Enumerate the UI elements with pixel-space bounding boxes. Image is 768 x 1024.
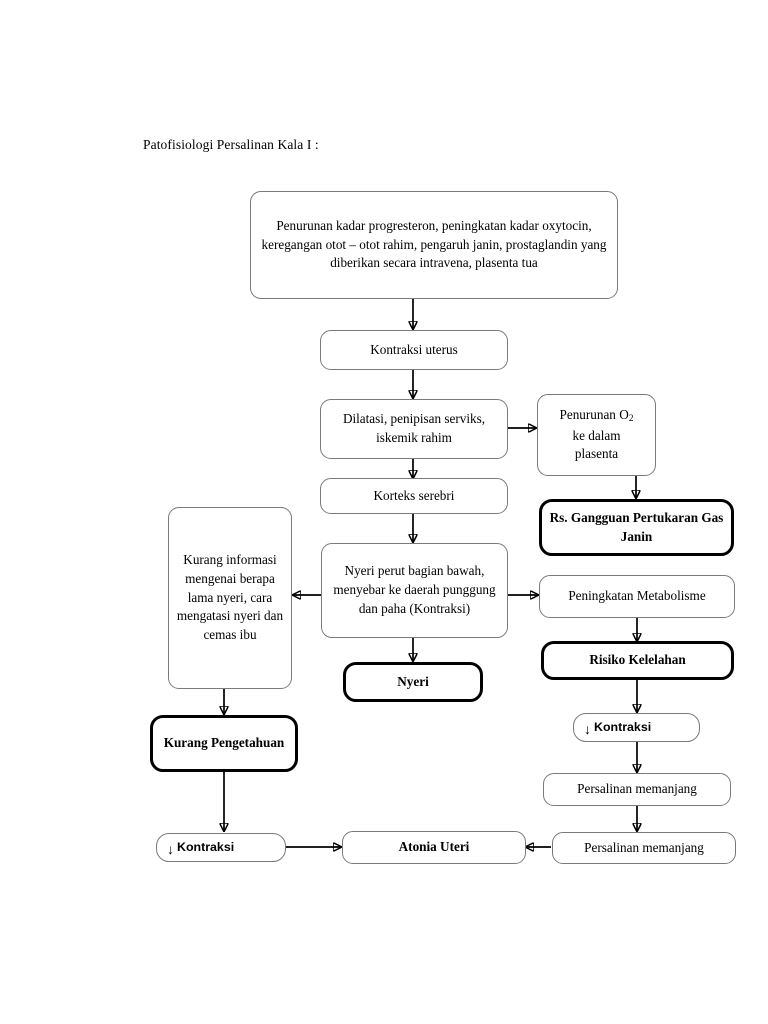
node-persalinan-memanjang-2[interactable]: Persalinan memanjang bbox=[552, 832, 736, 864]
node-penurunan-o2[interactable]: Penurunan O2 ke dalam plasenta bbox=[537, 394, 656, 476]
node-rs-gangguan-pertukaran-gas-janin[interactable]: Rs. Gangguan Pertukaran Gas Janin bbox=[539, 499, 734, 556]
node-kurang-pengetahuan-label: Kurang Pengetahuan bbox=[163, 735, 285, 751]
node-persalinan-memanjang-1-label: Persalinan memanjang bbox=[577, 781, 697, 797]
node-korteks-serebri-label: Korteks serebri bbox=[373, 487, 455, 503]
node-peningkatan-metabolisme[interactable]: Peningkatan Metabolisme bbox=[539, 575, 735, 618]
node-penurunan-o2-label-line1: Penurunan O2 bbox=[544, 406, 649, 427]
node-risiko-kelelahan-label: Risiko Kelelahan bbox=[589, 652, 686, 668]
node-nyeri[interactable]: Nyeri bbox=[343, 662, 483, 702]
node-kontraksi-left-label: Kontraksi bbox=[177, 839, 235, 854]
node-dilatasi-serviks[interactable]: Dilatasi, penipisan serviks, iskemik rah… bbox=[320, 399, 508, 459]
node-penurunan-o2-label-line3: plasenta bbox=[574, 446, 619, 462]
node-risiko-kelelahan[interactable]: Risiko Kelelahan bbox=[541, 641, 734, 680]
node-kontraksi-right[interactable]: ↓Kontraksi bbox=[573, 713, 700, 742]
node-penurunan-o2-text: Penurunan O bbox=[559, 406, 629, 422]
down-arrow-icon: ↓ bbox=[584, 720, 591, 737]
down-arrow-icon: ↓ bbox=[167, 840, 174, 857]
node-atonia-uteri[interactable]: Atonia Uteri bbox=[342, 831, 526, 864]
node-trigger-factors[interactable]: Penurunan kadar progresteron, peningkata… bbox=[250, 191, 618, 299]
node-atonia-uteri-label: Atonia Uteri bbox=[398, 839, 470, 855]
node-kontraksi-right-label: Kontraksi bbox=[594, 719, 652, 734]
node-peningkatan-metabolisme-label: Peningkatan Metabolisme bbox=[568, 588, 706, 604]
node-korteks-serebri[interactable]: Korteks serebri bbox=[320, 478, 508, 514]
node-trigger-factors-label: Penurunan kadar progresteron, peningkata… bbox=[261, 217, 607, 271]
node-kontraksi-uterus[interactable]: Kontraksi uterus bbox=[320, 330, 508, 370]
node-kurang-informasi[interactable]: Kurang informasi mengenai berapa lama ny… bbox=[168, 507, 292, 689]
node-kurang-informasi-label: Kurang informasi mengenai berapa lama ny… bbox=[176, 552, 284, 643]
node-kurang-pengetahuan[interactable]: Kurang Pengetahuan bbox=[150, 715, 298, 772]
node-nyeri-perut-label: Nyeri perut bagian bawah, menyebar ke da… bbox=[333, 563, 496, 616]
node-dilatasi-serviks-label: Dilatasi, penipisan serviks, iskemik rah… bbox=[342, 411, 486, 445]
node-kontraksi-uterus-label: Kontraksi uterus bbox=[370, 341, 458, 357]
node-persalinan-memanjang-1[interactable]: Persalinan memanjang bbox=[543, 773, 731, 806]
node-nyeri-perut[interactable]: Nyeri perut bagian bawah, menyebar ke da… bbox=[321, 543, 508, 638]
node-penurunan-o2-subscript: 2 bbox=[628, 414, 634, 425]
node-penurunan-o2-label-line2: ke dalam bbox=[572, 427, 621, 443]
page-title: Patofisiologi Persalinan Kala I : bbox=[143, 137, 319, 152]
node-kontraksi-left[interactable]: ↓Kontraksi bbox=[156, 833, 286, 862]
node-rs-gangguan-label: Rs. Gangguan Pertukaran Gas Janin bbox=[549, 509, 724, 544]
node-nyeri-label: Nyeri bbox=[397, 673, 429, 689]
node-persalinan-memanjang-2-label: Persalinan memanjang bbox=[584, 839, 704, 855]
